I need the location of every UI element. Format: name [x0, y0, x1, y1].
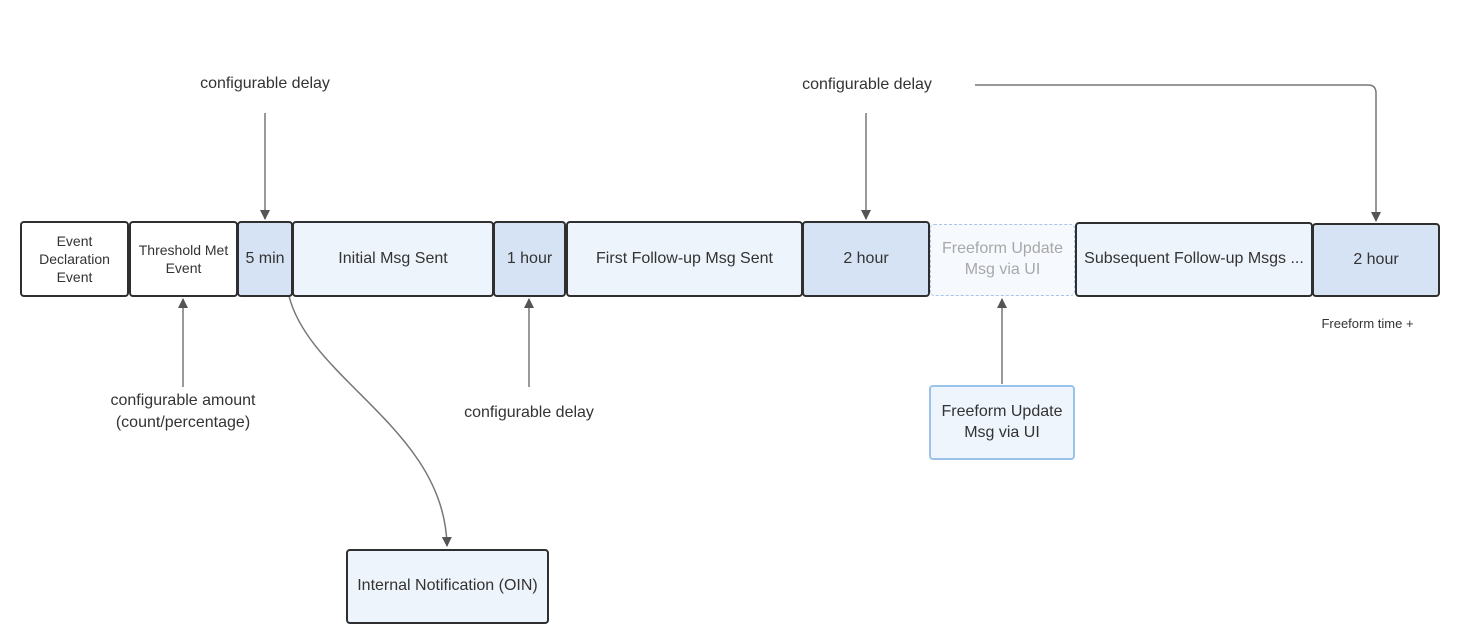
- subsequent-followup-box: Subsequent Follow-up Msgs ...: [1075, 222, 1313, 297]
- delay-1hour-box: 1 hour: [493, 221, 566, 297]
- threshold-met-box: Threshold Met Event: [129, 221, 238, 297]
- delay-5min-box: 5 min: [237, 221, 293, 297]
- initial-msg-box: Initial Msg Sent: [292, 221, 494, 297]
- configurable-delay-label-3: configurable delay: [464, 404, 594, 421]
- arrow-delay-to-last-2hour: [975, 84, 1381, 222]
- internal-notification-box: Internal Notification (OIN): [346, 549, 549, 624]
- delay-2hour-box-a: 2 hour: [802, 221, 930, 297]
- first-followup-box: First Follow-up Msg Sent: [566, 221, 803, 297]
- event-declaration-box: Event Declaration Event: [20, 221, 129, 297]
- freeform-update-ghost-box: Freeform Update Msg via UI: [930, 224, 1075, 296]
- configurable-delay-label-2: configurable delay: [802, 76, 932, 93]
- freeform-time-label: Freeform time +: [1321, 316, 1414, 331]
- configurable-delay-label-1: configurable delay: [200, 75, 330, 92]
- freeform-update-box: Freeform Update Msg via UI: [929, 385, 1075, 460]
- arrow-5min-to-internal-notification: [288, 295, 452, 547]
- configurable-amount-label: configurable amount (count/percentage): [110, 392, 256, 432]
- delay-2hour-box-b: 2 hour: [1312, 223, 1440, 297]
